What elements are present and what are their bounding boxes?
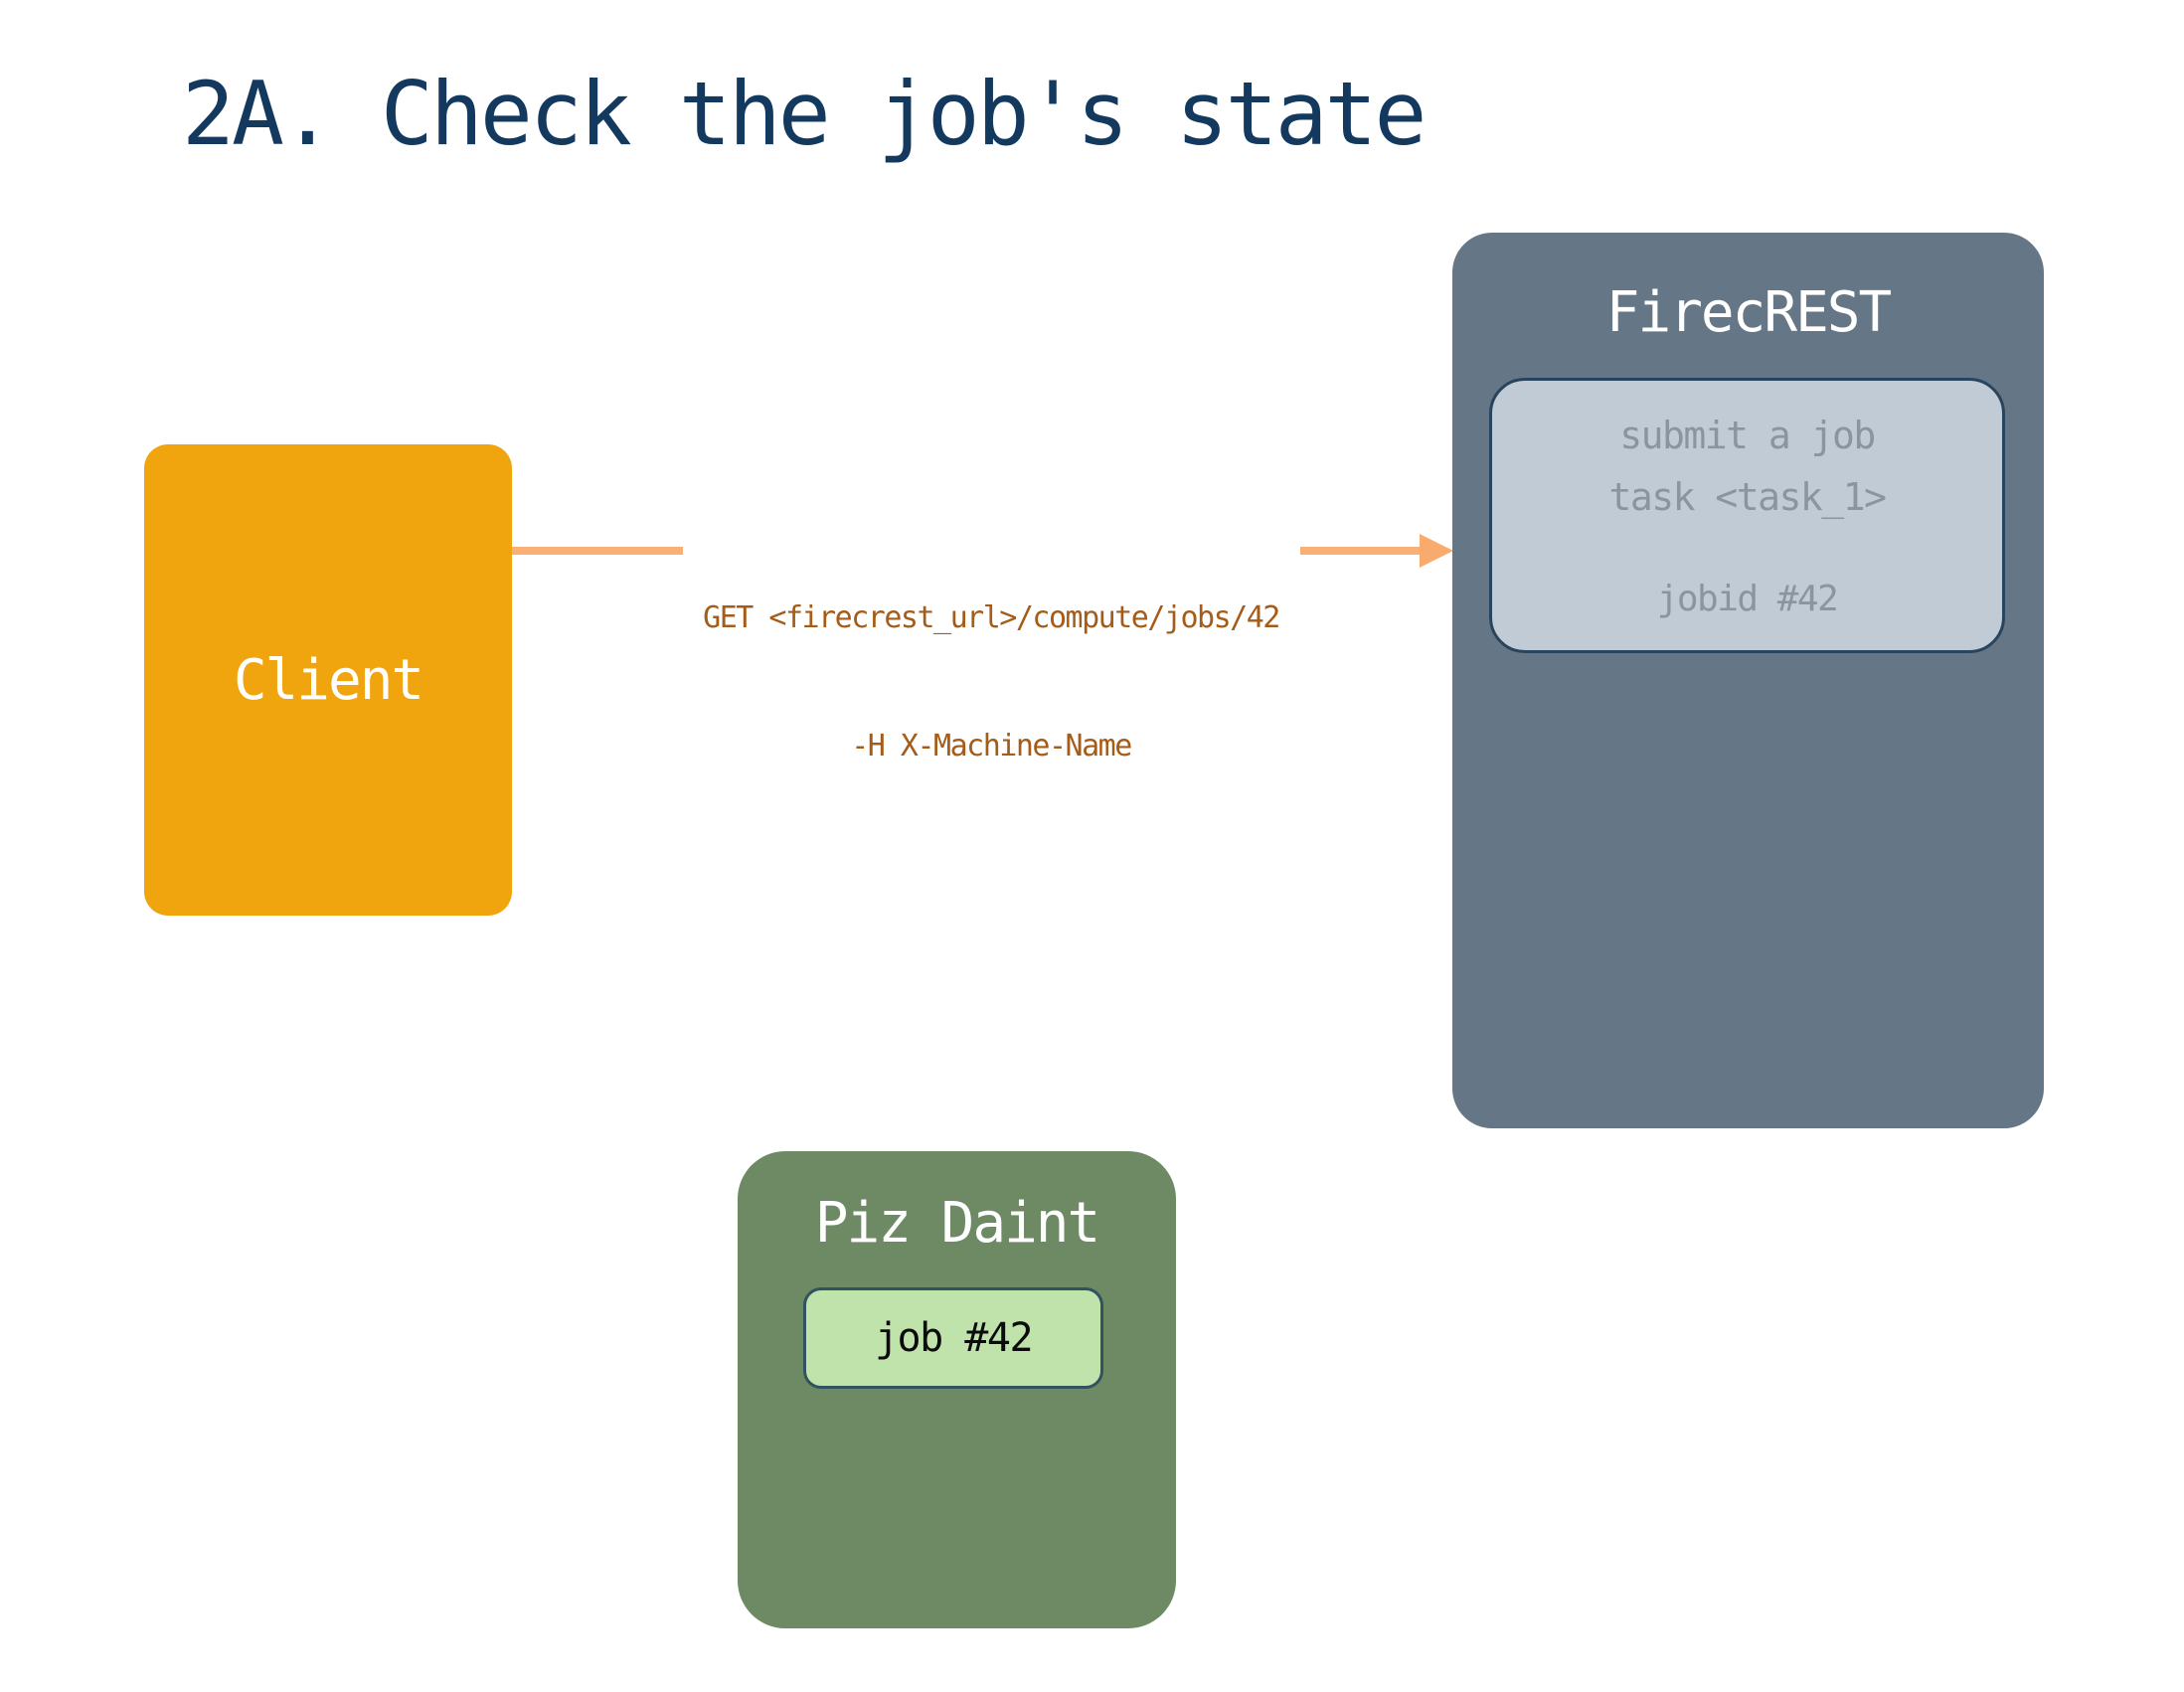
piz-daint-node-label: Piz Daint (814, 1191, 1100, 1256)
firecrest-task-box: submit a job task <task_1> jobid #42 (1489, 378, 2005, 653)
request-label-line-1: GET <firecrest_url>/compute/jobs/42 (703, 600, 1280, 635)
client-node-label: Client (233, 647, 424, 713)
page-title: 2A. Check the job's state (182, 63, 1428, 165)
request-arrow-line-right (1300, 547, 1422, 555)
firecrest-node: FirecREST submit a job task <task_1> job… (1452, 233, 2044, 1128)
request-label: GET <firecrest_url>/compute/jobs/42 -H X… (686, 511, 1296, 853)
request-arrow-line-left (512, 547, 683, 555)
piz-daint-node: Piz Daint job #42 (738, 1151, 1176, 1628)
request-label-line-2: -H X-Machine-Name (851, 729, 1132, 763)
task-box-line-2: task <task_1> (1608, 475, 1887, 519)
request-arrowhead-icon (1420, 534, 1453, 568)
client-node: Client (144, 444, 512, 916)
job-box-label: job #42 (874, 1315, 1034, 1361)
task-box-line-1: submit a job (1619, 414, 1876, 457)
task-box-jobid: jobid #42 (1656, 579, 1839, 619)
firecrest-node-label: FirecREST (1605, 280, 1892, 345)
piz-daint-job-box: job #42 (803, 1287, 1103, 1389)
